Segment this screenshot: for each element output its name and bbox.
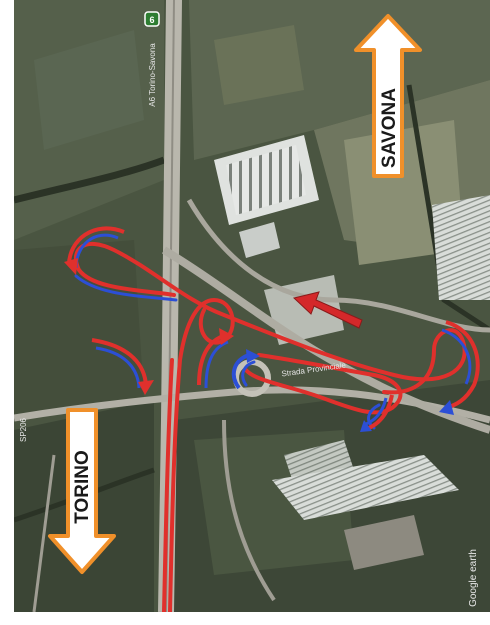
- savona-arrow: [354, 14, 422, 178]
- curved-arrow-west: [91, 338, 154, 395]
- highway-shield-icon: [144, 11, 160, 27]
- torino-label: TORINO: [72, 450, 93, 524]
- highway-shield-number: 6: [149, 15, 154, 25]
- road-southwest[interactable]: [32, 454, 56, 612]
- aerial-map[interactable]: SAVONA TORINO A6 Torino-Savona SP206 Str…: [14, 0, 490, 612]
- solar-farm-south: [272, 455, 459, 520]
- direction-arrow-red: [292, 291, 363, 329]
- warehouse-roof: [226, 145, 306, 215]
- tree-line-north: [14, 156, 166, 204]
- highway-label: A6 Torino-Savona: [148, 43, 157, 107]
- road-label-sp206: SP206: [19, 417, 28, 442]
- curved-arrow-nw: [64, 226, 125, 275]
- solar-farm-south-2: [284, 440, 354, 485]
- field-plot-n: [214, 25, 304, 105]
- curved-arrow-roundabout: [231, 349, 260, 390]
- road-south[interactable]: [222, 419, 276, 602]
- curved-arrow-east: [439, 320, 480, 415]
- building-small: [239, 222, 280, 258]
- google-earth-attribution: Google earth: [468, 549, 479, 607]
- torino-arrow: [48, 408, 116, 574]
- map-frame: SAVONA TORINO A6 Torino-Savona SP206 Str…: [14, 0, 490, 612]
- solar-farm-east: [432, 195, 490, 300]
- curved-arrow-southeast: [360, 394, 394, 432]
- savona-label: SAVONA: [379, 88, 400, 168]
- curved-arrow-center: [197, 328, 234, 389]
- field-plot-nw: [34, 30, 144, 150]
- farm-buildings: [344, 515, 424, 570]
- road-northeast[interactable]: [186, 198, 490, 333]
